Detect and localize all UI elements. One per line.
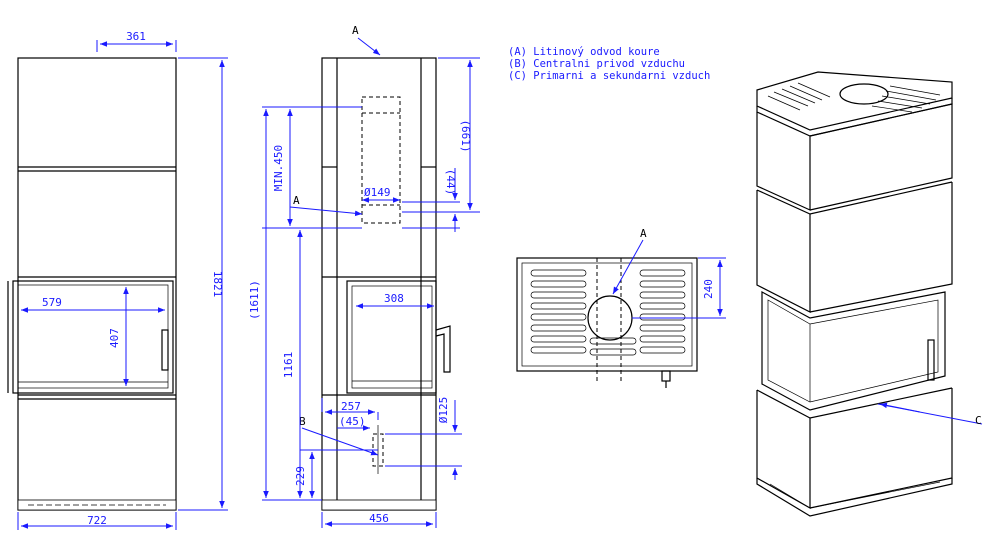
dim-flue-diameter: Ø149 bbox=[364, 186, 391, 199]
dim-min-450: MIN.450 bbox=[272, 145, 285, 191]
dim-722: 722 bbox=[87, 514, 107, 527]
iso-top-slots bbox=[767, 82, 941, 113]
iso-top-plate bbox=[756, 71, 953, 131]
flue-pipe-hidden bbox=[361, 96, 401, 224]
legend-item-b: (B) Centralni privod vzduchu bbox=[508, 58, 685, 70]
dim-229: 229 bbox=[294, 466, 307, 486]
side-view: A A B (661) (44) Ø149 MIN.450 (1611) 116… bbox=[248, 24, 480, 528]
dim-308: 308 bbox=[384, 292, 404, 305]
dim-1161: 1161 bbox=[282, 352, 295, 379]
label-c: C bbox=[975, 414, 982, 427]
dim-407: 407 bbox=[108, 328, 121, 348]
legend: (A) Litinový odvod koure (B) Centralni p… bbox=[508, 46, 710, 82]
dim-456: 456 bbox=[369, 512, 389, 525]
label-a-top: A bbox=[352, 24, 359, 37]
dim-240: 240 bbox=[702, 279, 715, 299]
top-center-slots bbox=[589, 337, 637, 356]
dim-air-diameter: Ø125 bbox=[437, 397, 450, 424]
legend-item-c: (C) Primarni a sekundarni vzduch bbox=[508, 70, 710, 82]
side-body-outline bbox=[321, 57, 437, 511]
label-a-side: A bbox=[293, 194, 300, 207]
iso-firebox bbox=[761, 290, 946, 411]
flue-opening-circle bbox=[587, 295, 633, 341]
dim-1821: 1821 bbox=[211, 271, 224, 298]
dim-45: (45) bbox=[339, 415, 366, 428]
iso-door-handle bbox=[927, 339, 935, 381]
front-view: 361 1821 579 407 722 bbox=[7, 30, 228, 530]
front-firebox-frame bbox=[12, 280, 174, 394]
dim-579: 579 bbox=[42, 296, 62, 309]
top-right-slots bbox=[639, 269, 686, 354]
dim-361: 361 bbox=[126, 30, 146, 43]
front-body-outline bbox=[17, 57, 177, 511]
top-view: A 240 bbox=[516, 227, 726, 388]
side-firebox bbox=[346, 280, 437, 394]
front-glass bbox=[17, 284, 169, 389]
dim-661: (661) bbox=[459, 119, 472, 152]
dim-257: 257 bbox=[341, 400, 361, 413]
legend-item-a: (A) Litinový odvod koure bbox=[508, 46, 660, 58]
isometric-view: C bbox=[756, 71, 983, 517]
top-plate-outline bbox=[516, 257, 698, 372]
dim-1611: (1611) bbox=[248, 280, 261, 320]
side-door-handle bbox=[435, 325, 451, 373]
iso-flue-opening bbox=[839, 83, 889, 105]
top-left-slots bbox=[530, 269, 587, 354]
dim-44: (44) bbox=[444, 169, 457, 196]
label-a-top-view: A bbox=[640, 227, 647, 240]
front-door-handle bbox=[161, 329, 169, 371]
